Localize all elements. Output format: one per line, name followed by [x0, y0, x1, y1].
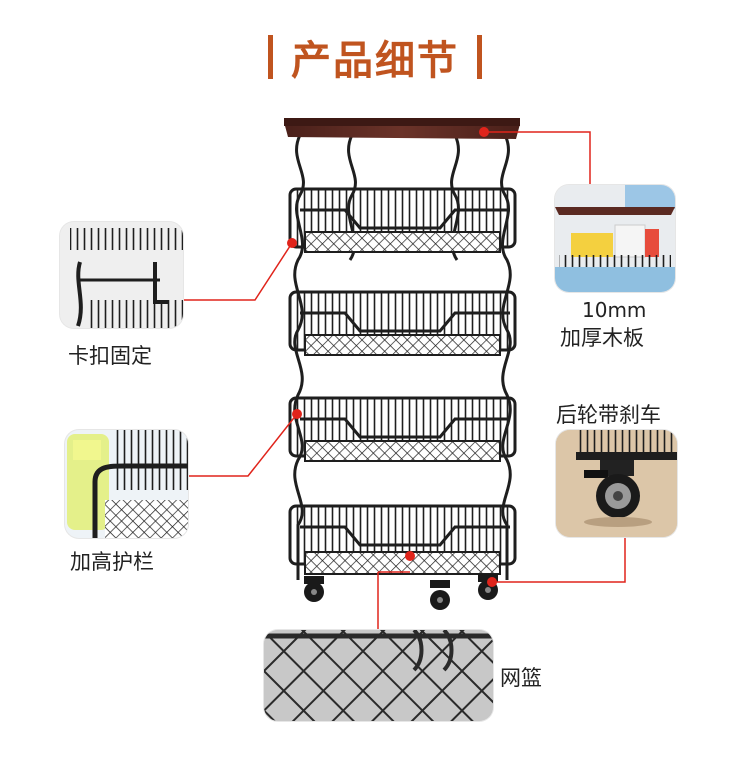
clip-detail-art — [60, 222, 183, 328]
section-title: 产品细节 — [0, 28, 750, 86]
pointer-lines — [182, 131, 626, 632]
board-detail-photo — [555, 185, 675, 292]
mesh-detail-art — [264, 630, 493, 721]
basket-2 — [288, 290, 517, 356]
rail-detail-photo — [65, 430, 188, 538]
caster-wheels — [304, 574, 498, 610]
wheel-detail-art — [556, 430, 677, 537]
title-right-bar — [477, 35, 482, 79]
rail-detail-art — [65, 430, 188, 538]
board-detail-art — [555, 185, 675, 292]
basket-4 — [288, 504, 517, 575]
board-label: 加厚木板 — [560, 326, 644, 350]
wheel-label: 后轮带刹车 — [556, 403, 661, 427]
wooden-board — [284, 118, 520, 139]
page-title: 产品细节 — [291, 38, 459, 84]
mesh-label: 网篮 — [500, 666, 542, 690]
wheel-detail-photo — [556, 430, 677, 537]
basket-1 — [288, 187, 517, 253]
pointer-dots — [287, 127, 497, 587]
title-left-bar — [268, 35, 273, 79]
clip-detail-photo — [60, 222, 183, 328]
board-size-label: 10mm — [582, 298, 647, 322]
mesh-detail-photo — [264, 630, 493, 721]
rail-label: 加高护栏 — [70, 550, 154, 574]
clip-label: 卡扣固定 — [68, 344, 152, 368]
basket-3 — [288, 396, 517, 462]
